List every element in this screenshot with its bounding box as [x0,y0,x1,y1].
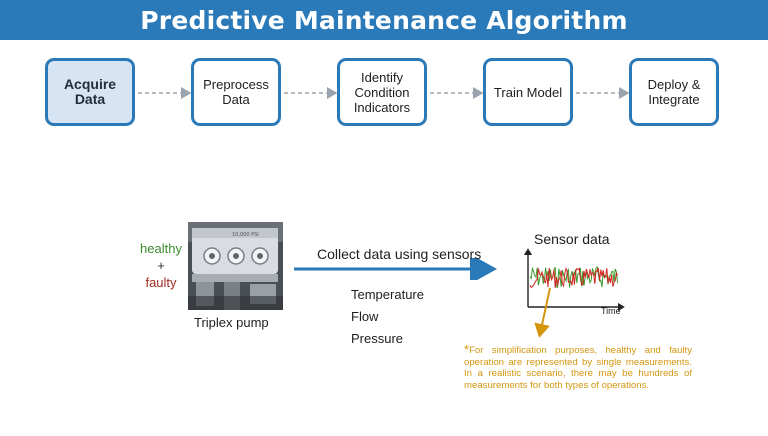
collect-arrow [294,258,497,280]
sensor-plot [523,248,625,312]
sensor-pressure: Pressure [351,331,404,346]
faulty-signal-line [529,267,619,289]
plot-x-label: Time [601,306,621,316]
step-acquire-data: Acquire Data [45,58,135,126]
pump-caption: Triplex pump [194,315,269,330]
triplex-pump-image: 10,000 PSI [188,222,283,310]
step-identify-condition-indicators: Identify Condition Indicators [337,58,427,126]
footnote-text: For simplification purposes, healthy and… [464,345,692,391]
workflow-connectors [138,87,630,99]
step-train-model: Train Model [483,58,573,126]
sensor-plot-title: Sensor data [534,231,610,247]
footnote-marker: * [464,342,470,357]
status-faulty: faulty [145,275,177,290]
pump-plate-text: 10,000 PSI [232,232,259,238]
step-deploy-integrate: Deploy & Integrate [629,58,719,126]
collect-label: Collect data using sensors [317,246,482,262]
note-pointer-arrow [534,287,551,338]
status-healthy: healthy [140,241,182,256]
sensor-temperature: Temperature [351,287,424,302]
footnote: *For simplification purposes, healthy an… [464,342,692,391]
sensor-flow: Flow [351,309,379,324]
step-preprocess-data: Preprocess Data [191,58,281,126]
status-plus: + [157,258,165,273]
page-title: Predictive Maintenance Algorithm [0,0,768,40]
